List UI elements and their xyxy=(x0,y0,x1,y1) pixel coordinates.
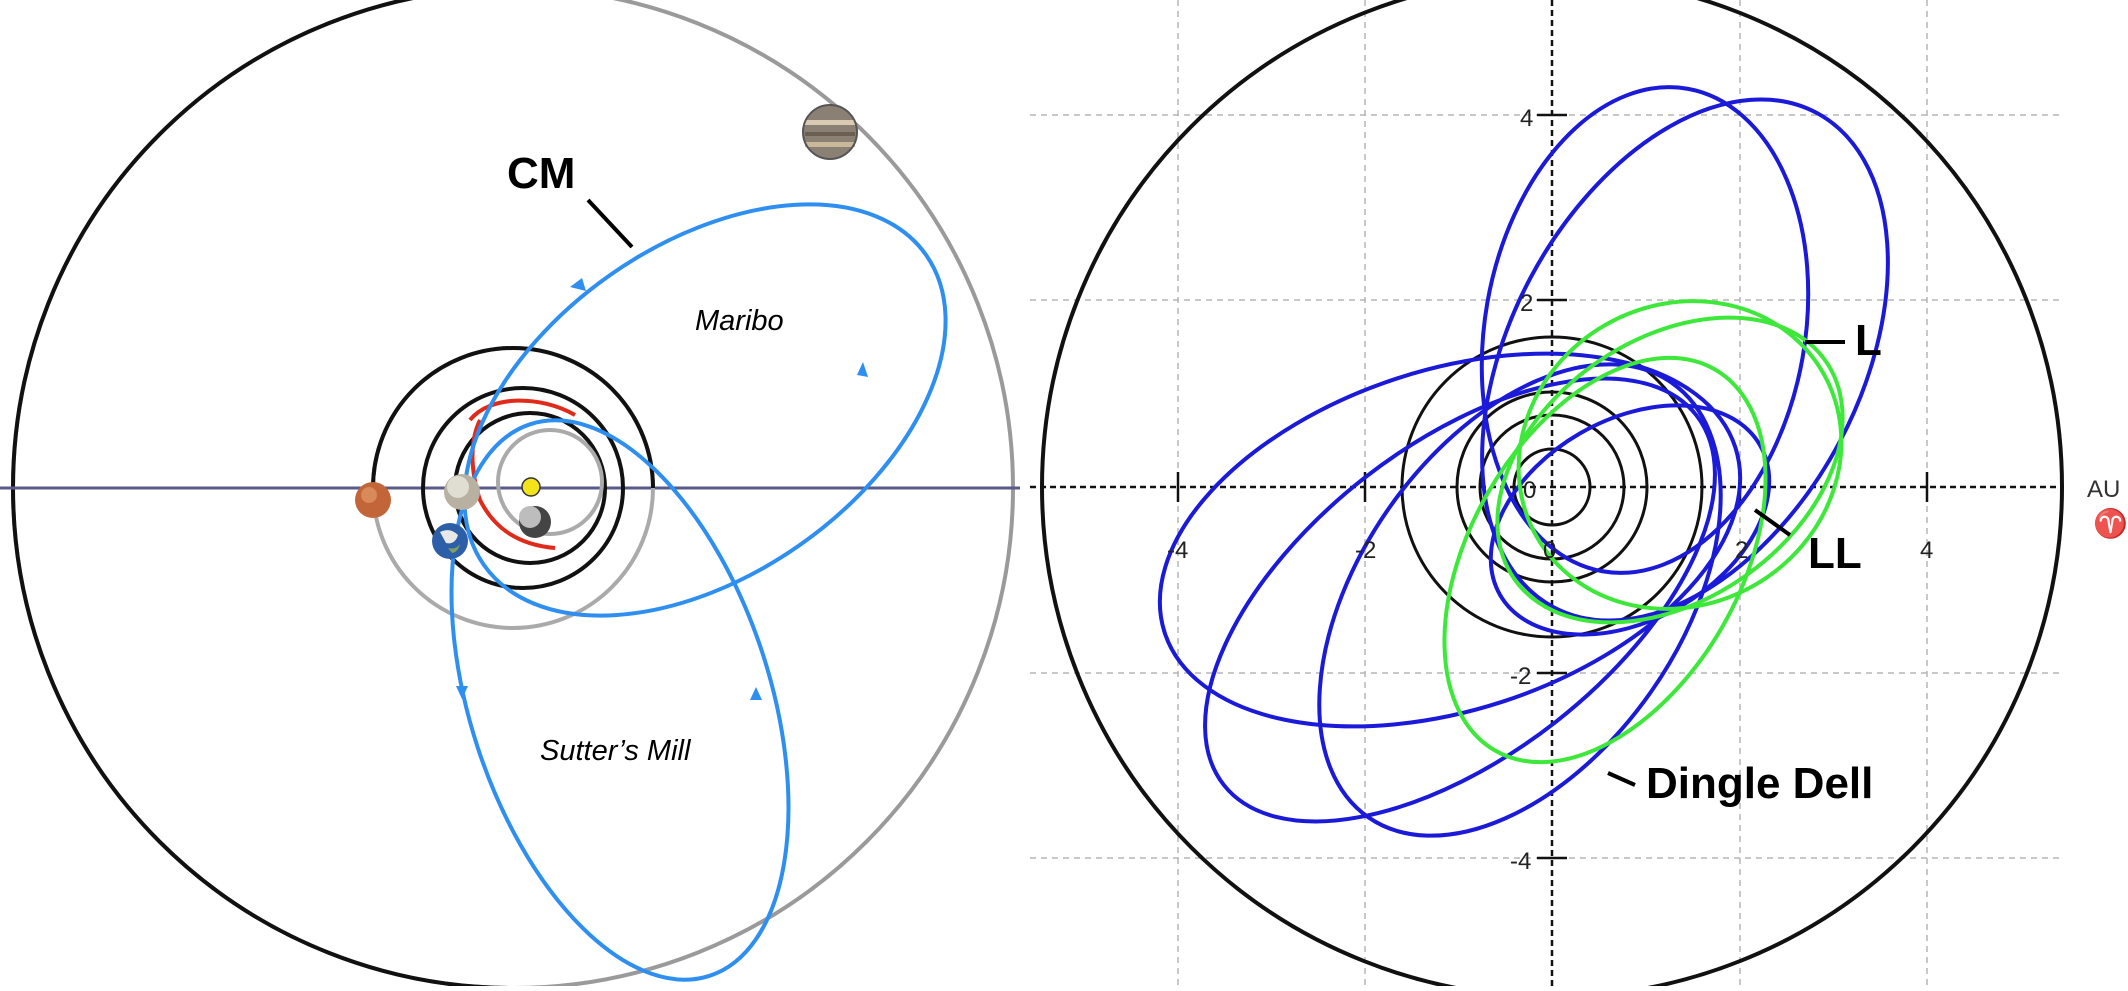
cm-pointer-line xyxy=(586,198,634,249)
mars-orbit-right xyxy=(1400,335,1704,639)
left-orbit-diagram: CM Maribo Sutter’s Mill xyxy=(0,0,1030,990)
sutters-arrow-1 xyxy=(456,686,468,699)
earth-orbit xyxy=(421,386,625,590)
dingle-dell-label: Dingle Dell xyxy=(1646,759,1873,808)
sutters-arrow-2 xyxy=(750,687,762,700)
jupiter-orbit-dark-arc xyxy=(10,0,514,990)
maribo-label: Maribo xyxy=(695,305,784,337)
jupiter-planet-icon xyxy=(802,104,858,160)
sun-icon xyxy=(521,477,541,497)
ll-pointer-line xyxy=(1753,508,1792,537)
earth-planet-icon xyxy=(432,523,468,559)
mars-planet-icon xyxy=(355,482,391,518)
maribo-orbit xyxy=(462,202,948,618)
y-tick-4: 4 xyxy=(1520,105,1533,132)
l-label: L xyxy=(1855,316,1882,365)
cm-label: CM xyxy=(507,149,575,198)
maribo-arrow-2 xyxy=(857,362,868,377)
vernal-equinox-icon: ♈ xyxy=(2093,507,2128,540)
venus-planet-icon xyxy=(444,474,480,510)
x-tick--2: -2 xyxy=(1355,537,1376,564)
earth-orbit-right xyxy=(1455,390,1649,584)
y-tick--4: -4 xyxy=(1510,848,1531,875)
red-orbit-arc-1 xyxy=(468,398,576,422)
dingle-dell-pointer-line xyxy=(1607,771,1636,787)
outer-orbit-circle xyxy=(1040,0,2064,991)
maribo-arrow-1 xyxy=(570,278,586,291)
grid-lines xyxy=(1030,0,2060,986)
y-tick-0: 0 xyxy=(1523,477,1536,504)
sutters-mill-label: Sutter’s Mill xyxy=(540,735,692,767)
x-tick--4: -4 xyxy=(1167,537,1188,564)
x-tick-2: 2 xyxy=(1735,537,1748,564)
mars-orbit xyxy=(371,345,655,489)
ll-chondrite-orbits xyxy=(1442,299,1845,765)
sutters-mill-orbit xyxy=(449,418,791,982)
y-tick-2: 2 xyxy=(1520,290,1533,317)
mercury-orbit-right xyxy=(1512,447,1592,527)
right-orbit-svg: -4 -2 0 2 4 4 2 0 -2 -4 L LL Dingle Dell… xyxy=(1030,0,2128,991)
x-tick-4: 4 xyxy=(1920,537,1933,564)
right-orbit-plot: -4 -2 0 2 4 4 2 0 -2 -4 L LL Dingle Dell… xyxy=(1030,0,2128,991)
x-tick-0: 0 xyxy=(1543,537,1556,564)
mercury-orbit xyxy=(496,428,604,536)
mercury-planet-icon xyxy=(519,506,551,538)
au-unit-label: AU xyxy=(2087,476,2120,503)
axis-ticks xyxy=(1176,113,1929,860)
ll-label: LL xyxy=(1808,529,1862,578)
y-tick--2: -2 xyxy=(1510,663,1531,690)
left-orbit-svg: CM Maribo Sutter’s Mill xyxy=(0,0,1020,990)
